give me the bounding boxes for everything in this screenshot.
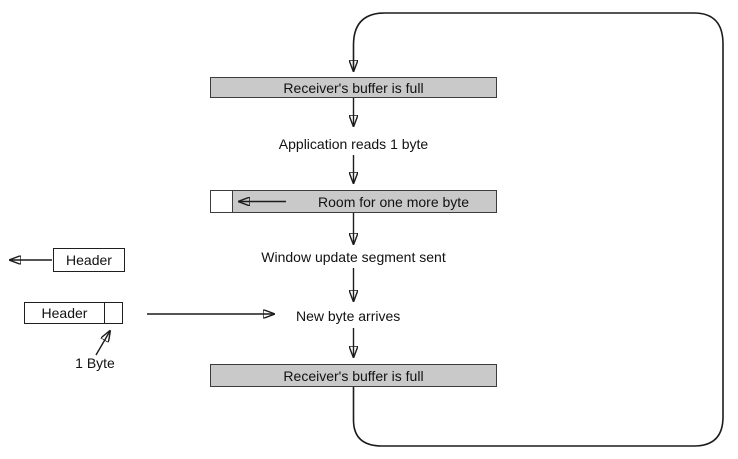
receiver-buffer-full-top-box: Receiver's buffer is full <box>210 77 497 98</box>
one-byte-pointer-arrow <box>95 331 110 356</box>
outgoing-header-segment-box: Header <box>53 248 125 272</box>
outgoing-header-label: Header <box>66 252 112 268</box>
receiver-buffer-full-bottom-box: Receiver's buffer is full <box>210 364 497 387</box>
window-update-label: Window update segment sent <box>261 249 446 265</box>
free-byte-cell <box>211 191 233 212</box>
room-for-one-more-byte-label: Room for one more byte <box>318 193 469 210</box>
application-reads-label: Application reads 1 byte <box>278 136 429 152</box>
new-byte-arrives-label: New byte arrives <box>296 308 401 324</box>
receiver-buffer-full-top-label: Receiver's buffer is full <box>283 79 424 96</box>
receiver-buffer-full-bottom-label: Receiver's buffer is full <box>283 367 424 384</box>
incoming-header-label: Header <box>41 305 88 321</box>
one-byte-cell <box>104 303 122 323</box>
one-byte-caption: 1 Byte <box>75 355 115 371</box>
room-for-one-more-byte-box: Room for one more byte <box>210 190 497 213</box>
incoming-header-segment-box: Header <box>24 302 123 324</box>
